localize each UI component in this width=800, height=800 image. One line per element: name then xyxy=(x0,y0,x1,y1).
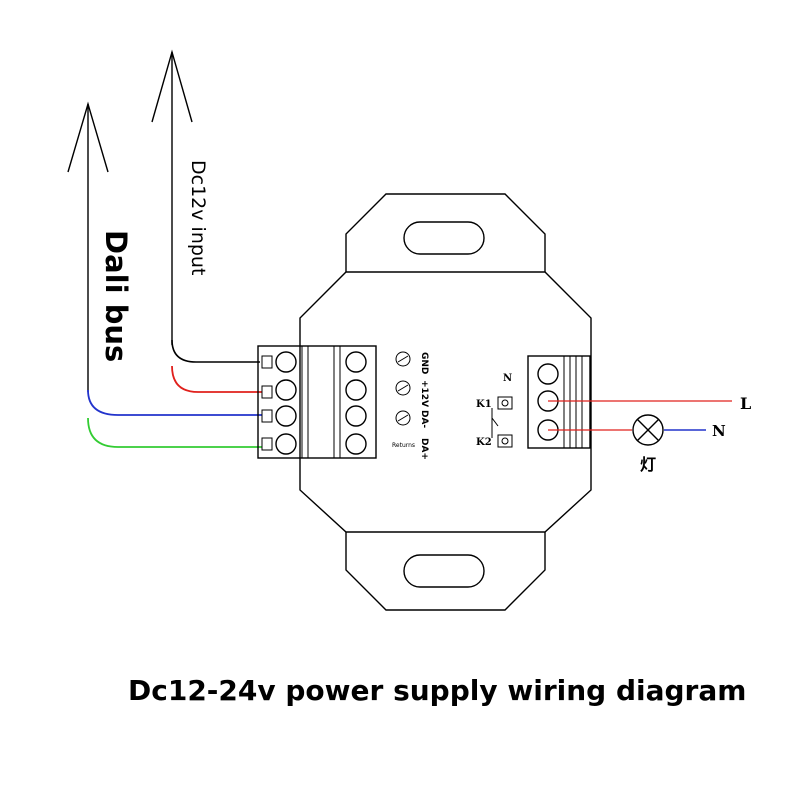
line-n-label: N xyxy=(712,422,726,440)
terminal-row-2 xyxy=(261,379,367,401)
terminal-gnd-label: GND xyxy=(419,352,429,374)
bottom-mount-slot xyxy=(403,554,485,588)
relay-n-label: N xyxy=(503,373,512,384)
diagram-caption: Dc12-24v power supply wiring diagram xyxy=(128,674,746,707)
terminal-da-plus-label: DA+ xyxy=(419,438,429,460)
top-mount-slot xyxy=(403,221,485,255)
terminal-row-3 xyxy=(261,405,367,427)
wires-right xyxy=(548,400,732,431)
terminal-row-1 xyxy=(261,351,367,373)
dali-bus-label: Dali bus xyxy=(99,230,133,362)
left-terminal-block xyxy=(257,345,377,459)
relay-k1-label: K1 xyxy=(476,399,492,410)
dc-input-arrow xyxy=(151,49,193,345)
blue-wire xyxy=(87,389,262,416)
dali-bus-arrow xyxy=(67,101,109,392)
dc-input-label: Dc12v input xyxy=(187,160,209,275)
terminal-12v-label: +12V xyxy=(419,380,429,407)
wires-left xyxy=(87,339,262,448)
terminal-row-4 xyxy=(261,433,367,455)
green-wire xyxy=(87,417,262,448)
relay-k2-label: K2 xyxy=(476,437,492,448)
black-wire xyxy=(171,339,260,363)
screw-terminals xyxy=(395,351,411,426)
device-housing xyxy=(299,193,592,611)
line-l-label: L xyxy=(740,394,751,413)
right-terminal-block xyxy=(527,355,591,449)
lamp-label: 灯 xyxy=(640,455,656,474)
returns-label: Returns xyxy=(392,442,415,449)
terminal-da-minus-label: DA- xyxy=(419,410,429,428)
red-wire xyxy=(171,365,262,393)
lamp-icon xyxy=(632,414,664,446)
relay-section xyxy=(491,396,513,448)
